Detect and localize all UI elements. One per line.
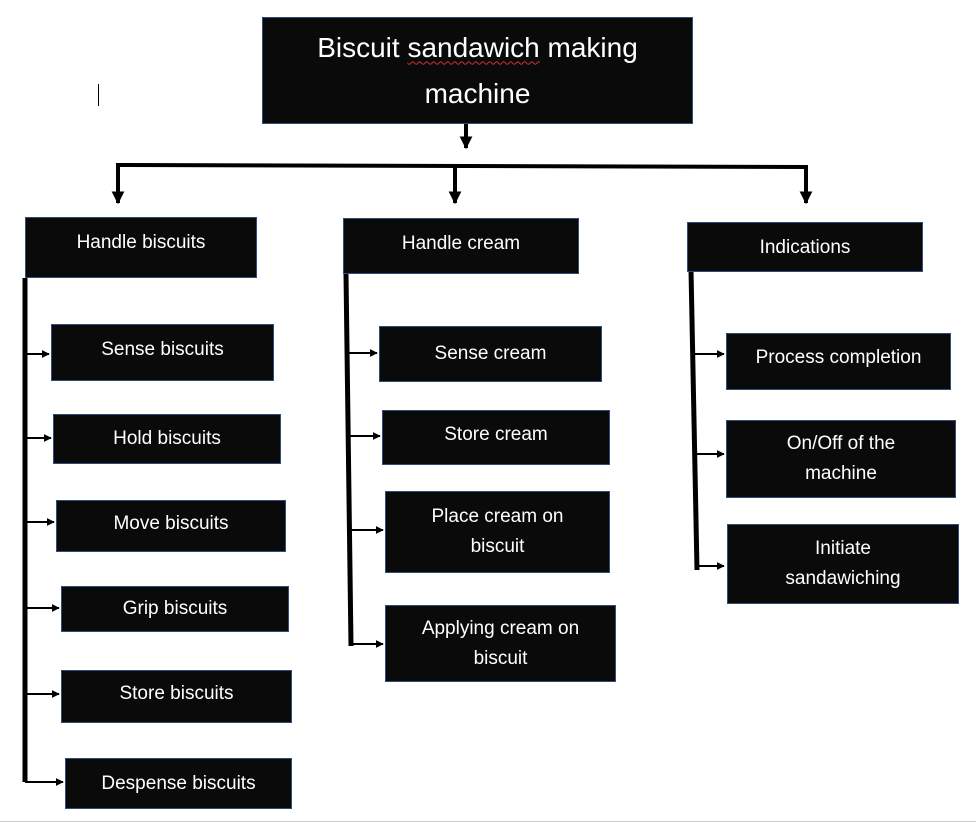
item-store-biscuits: Store biscuits — [61, 670, 292, 723]
item-label: On/Off of the machine — [786, 433, 896, 484]
root-title-line1: Biscuit sandawich making — [317, 25, 638, 71]
spine-cream — [343, 273, 354, 647]
page-bottom-rule — [0, 821, 976, 822]
top-branch-bar — [117, 163, 807, 169]
item-grip-biscuits: Grip biscuits — [61, 586, 289, 632]
item-sense-cream: Sense cream — [379, 326, 602, 382]
item-initiate-sandawiching: Initiate sandawiching — [727, 524, 959, 604]
item-label: Grip biscuits — [122, 598, 228, 619]
item-label: Store cream — [444, 424, 548, 445]
item-label: Sense biscuits — [101, 339, 224, 360]
item-label: Store biscuits — [119, 683, 234, 704]
category-label: Handle cream — [401, 233, 521, 254]
item-label: Hold biscuits — [113, 428, 221, 449]
root-title-misspelled-word: sandawich — [407, 31, 540, 63]
item-hold-biscuits: Hold biscuits — [53, 414, 281, 464]
item-move-biscuits: Move biscuits — [56, 500, 286, 552]
root-title-suffix: making — [539, 31, 638, 63]
item-process-completion: Process completion — [726, 333, 951, 390]
item-despense-biscuits: Despense biscuits — [65, 758, 292, 809]
item-label: Process completion — [755, 347, 922, 368]
category-handle-biscuits: Handle biscuits — [25, 217, 257, 278]
item-label: Despense biscuits — [101, 772, 256, 794]
category-indications: Indications — [687, 222, 923, 272]
item-applying-cream-on-biscuit: Applying cream on biscuit — [385, 605, 616, 682]
category-label: Indications — [759, 237, 851, 258]
item-label: Applying cream on biscuit — [421, 617, 580, 669]
item-sense-biscuits: Sense biscuits — [51, 324, 274, 381]
text-cursor — [98, 84, 99, 106]
category-handle-cream: Handle cream — [343, 218, 579, 274]
item-label: Move biscuits — [113, 513, 229, 534]
item-label: Place cream on biscuit — [431, 506, 564, 557]
root-title-prefix: Biscuit — [317, 31, 408, 63]
item-on-off-machine: On/Off of the machine — [726, 420, 956, 498]
item-place-cream-on-biscuit: Place cream on biscuit — [385, 491, 610, 573]
root-node: Biscuit sandawich making machine — [262, 17, 693, 124]
item-label: Sense cream — [434, 343, 547, 364]
item-label: Initiate sandawiching — [785, 538, 901, 589]
root-title-line2: machine — [424, 77, 531, 109]
spine-indications — [688, 269, 700, 571]
item-store-cream: Store cream — [382, 410, 610, 465]
category-label: Handle biscuits — [76, 232, 206, 253]
